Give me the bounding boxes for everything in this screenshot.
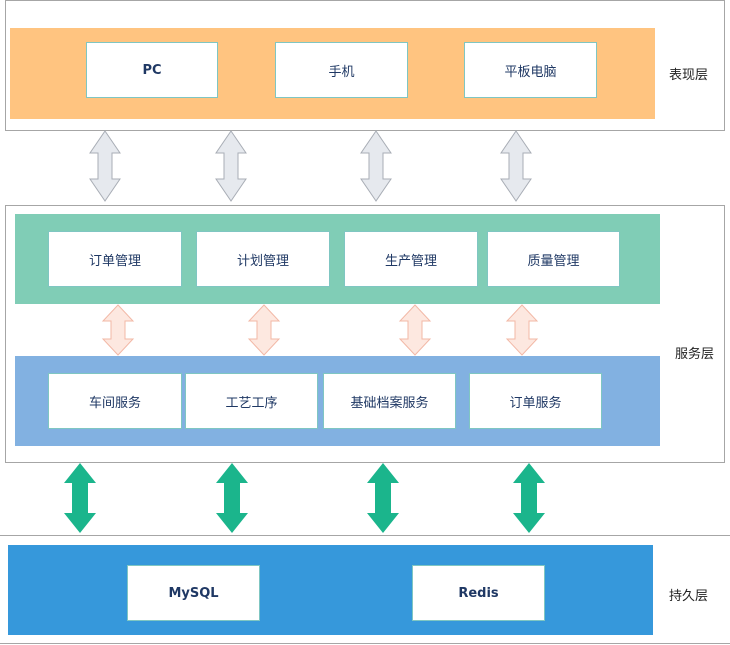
arrow-service-persistence-1	[64, 463, 96, 533]
node-order-service[interactable]: 订单服务	[469, 373, 602, 429]
arrow-management-services-1	[101, 304, 135, 356]
node-pc[interactable]: PC	[86, 42, 218, 98]
arrow-presentation-service-2	[215, 130, 247, 202]
service-layer-label: 服务层	[675, 347, 715, 362]
persistence-bottom-line	[0, 643, 730, 644]
node-process-service[interactable]: 工艺工序	[185, 373, 318, 429]
node-order-management[interactable]: 订单管理	[48, 231, 182, 287]
arrow-presentation-service-3	[360, 130, 392, 202]
arrow-management-services-3	[398, 304, 432, 356]
persistence-layer-label: 持久层	[669, 589, 709, 604]
node-tablet[interactable]: 平板电脑	[464, 42, 597, 98]
persistence-band	[8, 545, 653, 635]
arrow-service-persistence-3	[367, 463, 399, 533]
node-plan-management[interactable]: 计划管理	[196, 231, 330, 287]
node-master-data-service[interactable]: 基础档案服务	[323, 373, 456, 429]
arrow-service-persistence-2	[216, 463, 248, 533]
node-workshop-service[interactable]: 车间服务	[48, 373, 182, 429]
node-mobile[interactable]: 手机	[275, 42, 408, 98]
presentation-layer-label: 表现层	[669, 68, 709, 83]
arrow-presentation-service-4	[500, 130, 532, 202]
node-quality-management[interactable]: 质量管理	[487, 231, 620, 287]
node-redis[interactable]: Redis	[412, 565, 545, 621]
arrow-management-services-2	[247, 304, 281, 356]
arrow-presentation-service-1	[89, 130, 121, 202]
node-production-management[interactable]: 生产管理	[344, 231, 478, 287]
persistence-top-line	[0, 535, 730, 536]
arrow-service-persistence-4	[513, 463, 545, 533]
arrow-management-services-4	[505, 304, 539, 356]
node-mysql[interactable]: MySQL	[127, 565, 260, 621]
